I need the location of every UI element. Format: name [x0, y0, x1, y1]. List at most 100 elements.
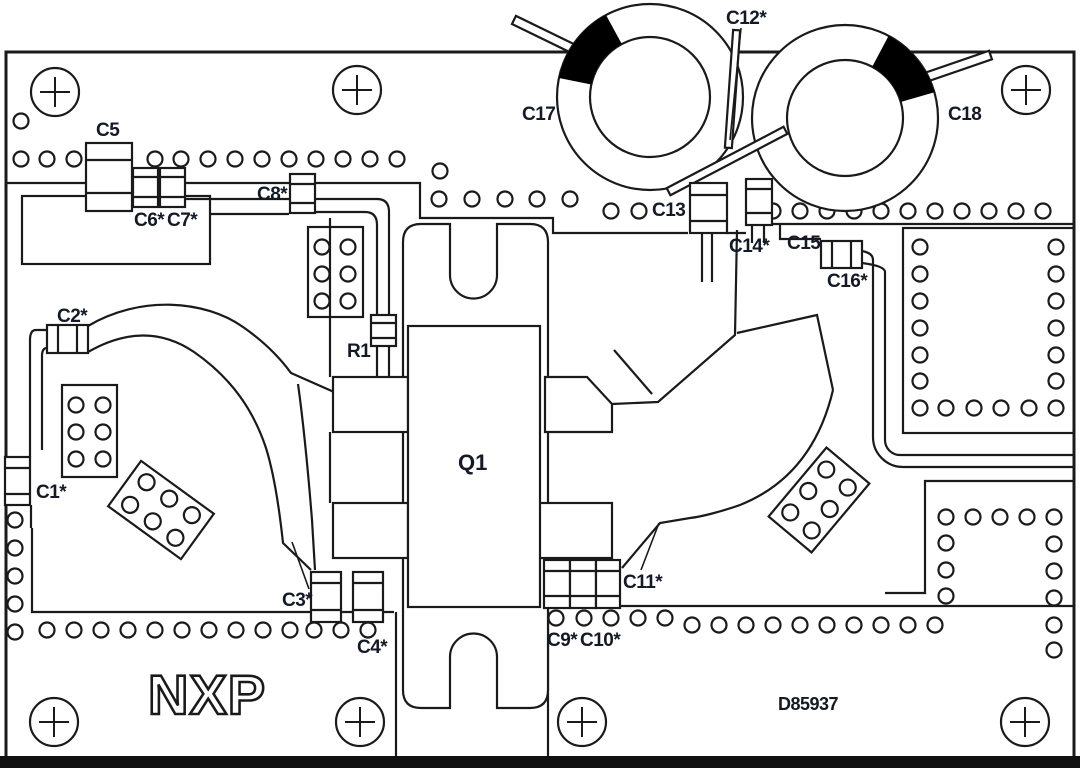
- via: [781, 503, 800, 522]
- via: [911, 265, 929, 283]
- cap-c4: [351, 570, 385, 624]
- mounting-hole: [29, 66, 81, 118]
- mounting-hole: [331, 64, 383, 116]
- via: [911, 292, 929, 310]
- via: [67, 396, 85, 414]
- via: [496, 190, 514, 208]
- via: [339, 292, 357, 310]
- via: [313, 265, 331, 283]
- cap-c8: [288, 172, 317, 215]
- via: [281, 621, 299, 639]
- via: [926, 202, 944, 220]
- mounting-hole: [1000, 64, 1052, 116]
- via-holes: [6, 112, 1065, 659]
- cap-c3: [309, 570, 343, 624]
- crosshair-icon: [567, 707, 597, 737]
- via: [6, 511, 24, 529]
- via: [121, 495, 140, 514]
- c11-leader-line: [640, 522, 660, 571]
- toroid-inner: [588, 35, 712, 159]
- q1-lead-drain-upper: [543, 375, 614, 434]
- cap-c10: [568, 558, 598, 610]
- via: [143, 512, 162, 531]
- via: [199, 150, 217, 168]
- via: [1047, 292, 1065, 310]
- via: [737, 616, 755, 634]
- c12-leader-line: [729, 27, 742, 141]
- label-r1: R1: [347, 341, 371, 362]
- via: [547, 609, 565, 627]
- via: [305, 621, 323, 639]
- via: [911, 238, 929, 256]
- via: [1045, 641, 1063, 659]
- via: [710, 616, 728, 634]
- resistor-r1: [369, 313, 398, 348]
- via: [683, 616, 701, 634]
- via: [227, 621, 245, 639]
- via: [817, 460, 836, 479]
- via: [430, 190, 448, 208]
- via: [911, 319, 929, 337]
- label-c1: C1*: [36, 482, 67, 503]
- copper-traces: [28, 197, 1074, 571]
- q1-lead-gate-upper: [331, 375, 410, 434]
- label-c5: C5: [96, 120, 120, 141]
- via: [899, 202, 917, 220]
- via: [65, 150, 83, 168]
- q1-label: Q1: [458, 450, 487, 475]
- via: [334, 150, 352, 168]
- via: [561, 190, 579, 208]
- via: [388, 150, 406, 168]
- via: [463, 190, 481, 208]
- via: [602, 609, 620, 627]
- via: [119, 621, 137, 639]
- via: [937, 587, 955, 605]
- via-grid-rect-rotated: [106, 459, 216, 561]
- via: [307, 150, 325, 168]
- via: [926, 616, 944, 634]
- via: [575, 609, 593, 627]
- via: [992, 399, 1010, 417]
- via: [280, 150, 298, 168]
- label-c12: C12*: [726, 8, 767, 29]
- mounting-hole: [334, 696, 386, 748]
- cap-c7: [158, 166, 187, 209]
- via: [339, 265, 357, 283]
- label-c9: C9*: [547, 630, 578, 651]
- via: [172, 150, 190, 168]
- crosshair-icon: [1011, 75, 1041, 105]
- via: [182, 506, 201, 525]
- label-c4: C4*: [357, 637, 388, 658]
- cap-c13: [688, 181, 729, 235]
- mounting-hole: [999, 696, 1051, 748]
- via: [359, 621, 377, 639]
- wire-lead: [665, 125, 789, 197]
- cap-c14: [744, 177, 774, 227]
- via: [656, 609, 674, 627]
- cap-c15-c16: [819, 239, 864, 270]
- label-c13: C13: [652, 200, 685, 221]
- via: [820, 499, 839, 519]
- via: [67, 423, 85, 441]
- cap-c9: [542, 558, 572, 610]
- board-number: D85937: [778, 694, 839, 714]
- via: [67, 450, 85, 468]
- toroid-winding-marker: [872, 35, 935, 102]
- via: [630, 202, 648, 220]
- via: [911, 372, 929, 390]
- board-bottom-edge: [0, 756, 1080, 768]
- cap-c11: [594, 558, 622, 610]
- via: [899, 616, 917, 634]
- crosshair-icon: [1010, 707, 1040, 737]
- label-c15: C15: [787, 233, 821, 254]
- via: [802, 521, 821, 540]
- via: [799, 481, 818, 501]
- label-c14: C14*: [729, 236, 770, 257]
- via: [964, 508, 982, 526]
- via: [1045, 562, 1063, 580]
- via: [431, 162, 449, 180]
- via: [872, 616, 890, 634]
- via: [12, 150, 30, 168]
- via: [92, 621, 110, 639]
